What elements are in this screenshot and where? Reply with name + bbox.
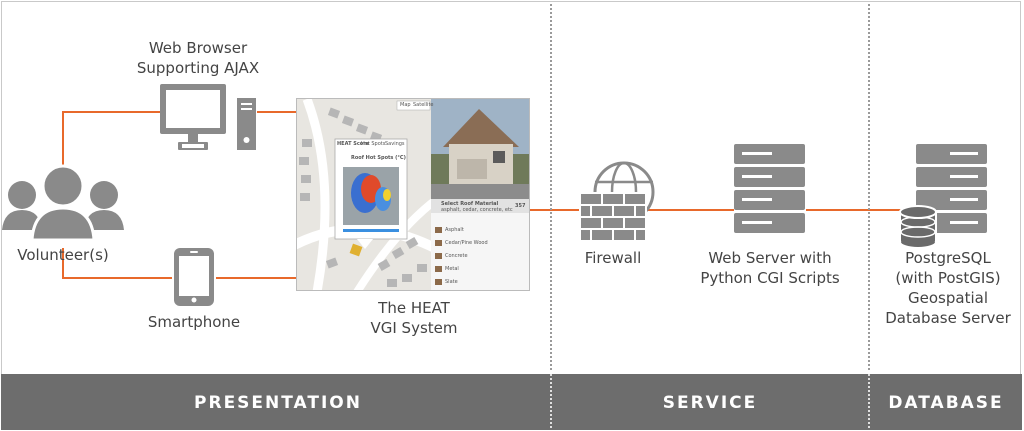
material-item-asphalt[interactable]: Asphalt bbox=[445, 227, 464, 233]
smartphone-label: Smartphone bbox=[147, 313, 241, 331]
popup-title: Roof Hot Spots (°C) bbox=[351, 155, 406, 161]
web-browser-label-line2: Supporting AJAX bbox=[136, 59, 260, 77]
web-server-label: Web Server with Python CGI Scripts bbox=[682, 248, 858, 288]
panel-subtitle: asphalt, cedar, concrete, etc bbox=[441, 207, 513, 213]
tier-label-database: DATABASE bbox=[888, 393, 1004, 413]
web-server-label-line1: Web Server with bbox=[708, 249, 832, 267]
database-label-line4: Database Server bbox=[885, 309, 1011, 327]
database-label-line2: (with PostGIS) bbox=[895, 269, 1001, 287]
heat-system-label-line2: VGI System bbox=[370, 319, 458, 337]
database-label-line3: Geospatial bbox=[908, 289, 988, 307]
tier-label-presentation: PRESENTATION bbox=[194, 393, 362, 413]
material-item-metal[interactable]: Metal bbox=[445, 266, 459, 272]
map-button[interactable]: Map bbox=[400, 102, 411, 108]
tier-bar bbox=[1, 374, 1022, 430]
tier-label-service: SERVICE bbox=[662, 393, 758, 413]
divider-presentation-service-bar bbox=[550, 374, 552, 428]
smartphone-icon bbox=[174, 248, 214, 306]
popup-tab-hot-spots[interactable]: Hot Spots bbox=[361, 141, 386, 147]
web-browser-label-line1: Web Browser bbox=[148, 39, 248, 57]
popup-tab-savings[interactable]: Savings bbox=[385, 141, 405, 147]
volunteers-group-icon bbox=[2, 164, 124, 242]
web-browser-label: Web Browser Supporting AJAX bbox=[120, 38, 276, 78]
connector-volunteers-smartphone bbox=[62, 248, 172, 279]
material-item-concrete[interactable]: Concrete bbox=[445, 253, 468, 259]
material-item-cedar[interactable]: Cedar/Pine Wood bbox=[445, 240, 488, 246]
connector-volunteers-browser bbox=[62, 111, 160, 172]
web-server-icon bbox=[734, 144, 805, 233]
volunteers-label: Volunteer(s) bbox=[17, 246, 109, 264]
map-thumbnail bbox=[297, 99, 529, 290]
web-server-label-line2: Python CGI Scripts bbox=[700, 269, 840, 287]
panel-value: 357 bbox=[515, 203, 526, 209]
panel-header: Select Roof Material bbox=[441, 201, 499, 207]
heat-system-label: The HEAT VGI System bbox=[346, 298, 482, 338]
firewall-icon bbox=[579, 161, 655, 242]
divider-service-database-bar bbox=[868, 374, 870, 428]
divider-service-database bbox=[868, 4, 870, 370]
divider-presentation-service bbox=[550, 4, 552, 370]
database-label: PostgreSQL (with PostGIS) Geospatial Dat… bbox=[876, 248, 1020, 328]
database-label-line1: PostgreSQL bbox=[905, 249, 991, 267]
satellite-button[interactable]: Satellite bbox=[413, 102, 434, 108]
heat-system-screenshot: HEAT Score Hot Spots Savings Roof Hot Sp… bbox=[296, 98, 530, 291]
material-item-slate[interactable]: Slate bbox=[445, 279, 458, 285]
desktop-computer-icon bbox=[160, 84, 256, 150]
heat-system-label-line1: The HEAT bbox=[378, 299, 450, 317]
database-cylinder-icon bbox=[899, 205, 937, 249]
firewall-label: Firewall bbox=[584, 249, 642, 267]
popup-tab-heat-score[interactable]: HEAT Score bbox=[337, 141, 370, 147]
